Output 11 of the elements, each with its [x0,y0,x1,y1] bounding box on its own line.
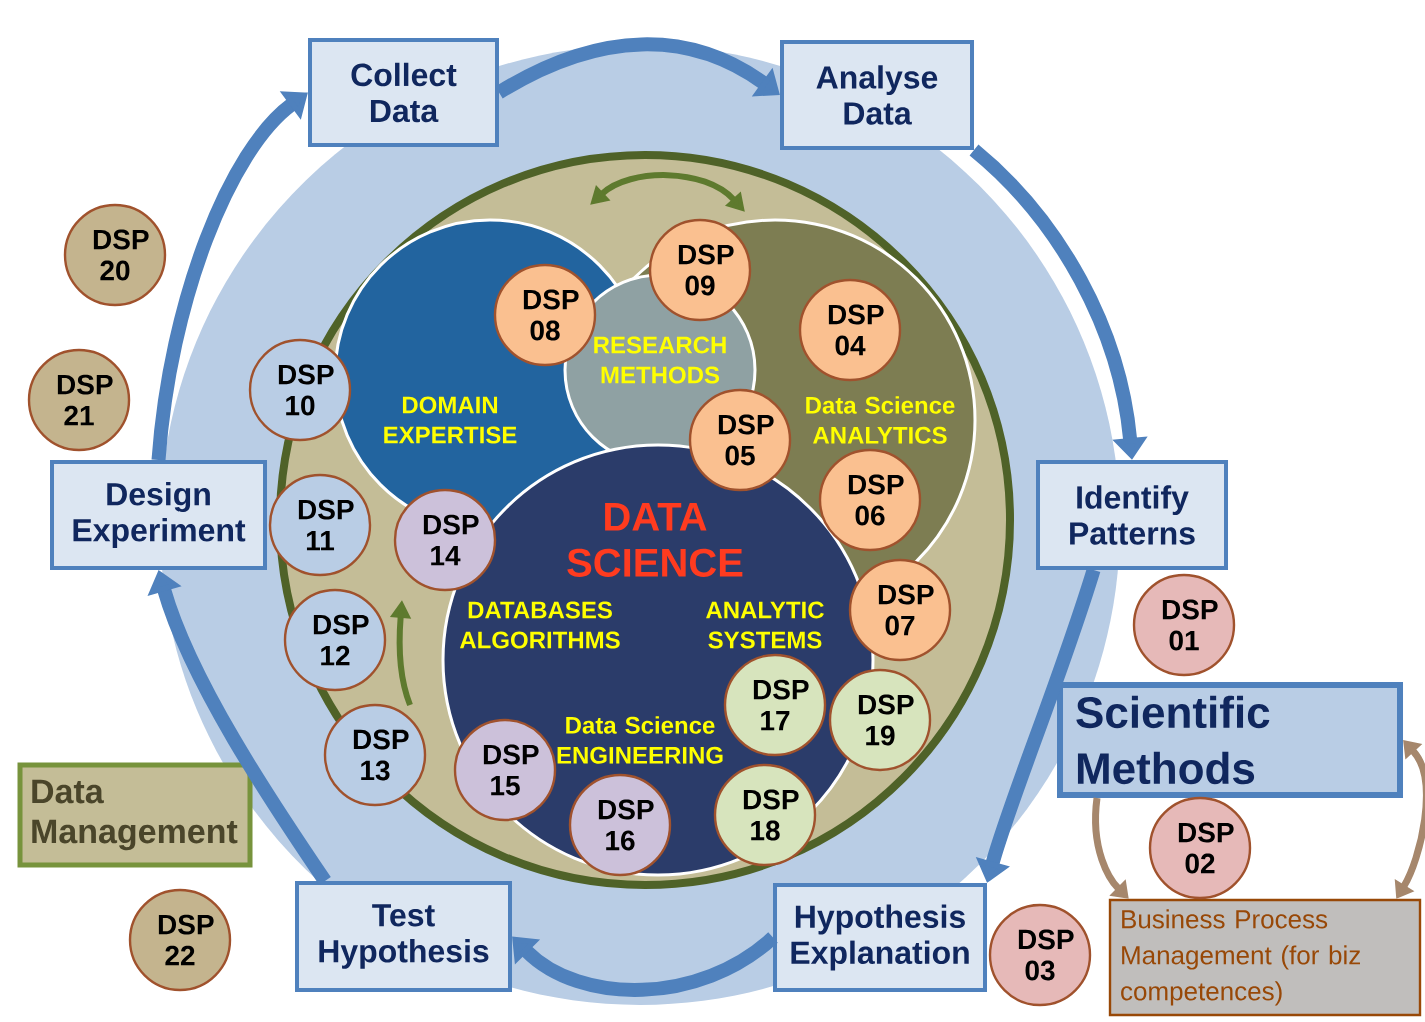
step-box: Identify Patterns [1036,460,1228,570]
label-box: Data Management [17,762,253,868]
heading-box: Scientific Methods [1057,682,1403,798]
curved-arrow [1092,797,1129,899]
step-box: Analyse Data [780,40,974,150]
cycle-arrow [512,932,778,997]
step-box: Design Experiment [50,460,267,570]
step-box: Collect Data [308,38,499,147]
step-box: Test Hypothesis [295,881,512,992]
note-box: Business Process Management (for biz competences) [1108,898,1422,1017]
step-box: Hypothesis Explanation [773,883,987,992]
